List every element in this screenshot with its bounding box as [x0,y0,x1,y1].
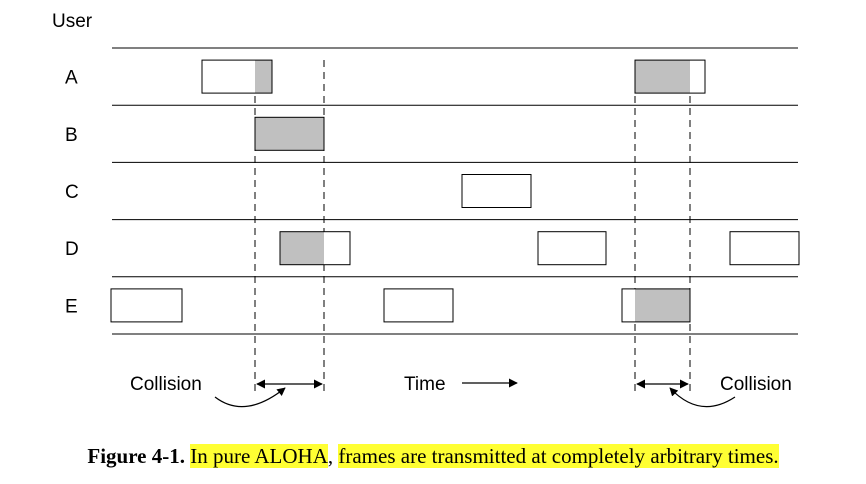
collision-annotations: Collision Collision [130,374,792,408]
frame-outline [383,288,454,323]
time-axis: Time [404,374,518,395]
frame-collided-portion [635,288,690,322]
frame-collided-portion [635,60,690,94]
user-label-b: B [65,125,78,146]
frame-b [254,116,325,151]
frame-e [621,288,691,323]
figure-number: Figure 4-1. [87,444,185,468]
collision-pointer-arrow [214,387,286,408]
frame-d [537,231,607,266]
collision-annotation: Collision [636,374,792,408]
collision-label: Collision [130,374,202,395]
frame-body [111,288,182,322]
frames [110,59,800,323]
collision-guides [254,60,691,392]
user-label-c: C [65,182,79,203]
caption-highlight-1: In pure ALOHA [190,444,328,468]
frame-outline [634,59,706,94]
frame-outline [621,288,691,323]
frame-collided-portion [255,60,272,94]
frame-e [110,288,183,323]
caption-separator: , [327,444,334,468]
collision-label: Collision [720,374,792,395]
frame-c [461,174,532,208]
user-label-d: D [65,239,79,260]
frame-a [201,59,273,94]
frame-collided-portion [280,231,324,265]
frame-outline [279,231,351,266]
frame-a [634,59,706,94]
frame-body [384,288,453,322]
frame-collided-portion [255,117,324,151]
frame-body [462,174,531,208]
collision-annotation: Collision [130,374,323,408]
frame-body [730,231,799,265]
frame-d [729,231,800,266]
user-axis-label: User [52,11,93,32]
time-label: Time [404,374,446,395]
frame-outline [537,231,607,266]
user-lanes: A B C D E [65,47,798,335]
figure-caption: Figure 4-1. In pure ALOHA, frames are tr… [0,444,866,469]
user-label-e: E [65,296,78,317]
frame-outline [461,174,532,208]
frame-d [279,231,351,266]
caption-highlight-2: frames are transmitted at completely arb… [338,444,779,468]
collision-pointer-arrow [669,387,736,408]
frame-outline [110,288,183,323]
frame-outline [201,59,273,94]
frame-e [383,288,454,323]
frame-outline [729,231,800,266]
frame-body [538,231,606,265]
frame-outline [254,116,325,151]
user-label-a: A [65,68,78,89]
